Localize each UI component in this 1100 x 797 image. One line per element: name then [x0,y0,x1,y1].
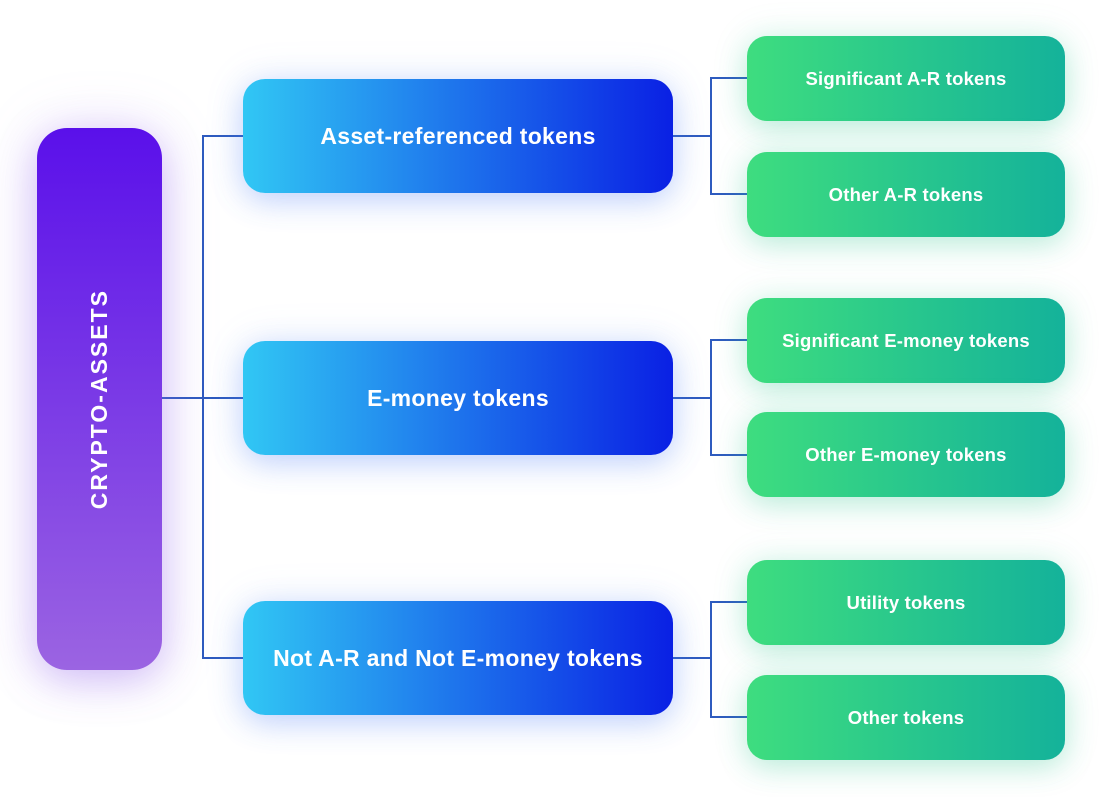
node-significant-ar-tokens-label: Significant A-R tokens [805,67,1007,89]
connector-branch-1-to-leaf-1 [710,77,747,79]
node-crypto-assets: CRYPTO-ASSETS [37,128,162,670]
node-asset-referenced-tokens-label: Asset-referenced tokens [320,122,596,149]
connector-branch-2-out [673,397,711,399]
connector-branch-2-to-leaf-3 [710,339,747,341]
node-crypto-assets-label: CRYPTO-ASSETS [86,288,112,510]
node-utility-tokens: Utility tokens [747,560,1065,645]
node-significant-e-money-tokens: Significant E-money tokens [747,298,1065,383]
connector-trunk-to-branch-3 [202,657,243,659]
connector-branch-3-fork [710,601,712,718]
node-utility-tokens-label: Utility tokens [846,591,966,613]
node-e-money-tokens-label: E-money tokens [367,384,549,411]
connector-branch-2-fork [710,339,712,456]
node-significant-e-money-tokens-label: Significant E-money tokens [782,329,1030,351]
connector-branch-3-to-leaf-5 [710,601,747,603]
node-e-money-tokens: E-money tokens [243,341,673,455]
connector-root-to-branch-2 [162,397,243,399]
connector-branch-1-out [673,135,711,137]
node-significant-ar-tokens: Significant A-R tokens [747,36,1065,121]
connector-trunk-to-branch-1 [202,135,243,137]
node-other-e-money-tokens: Other E-money tokens [747,412,1065,497]
node-asset-referenced-tokens: Asset-referenced tokens [243,79,673,193]
node-other-ar-tokens: Other A-R tokens [747,152,1065,237]
node-not-ar-not-e-money-tokens: Not A-R and Not E-money tokens [243,601,673,715]
connector-branch-3-out [673,657,711,659]
node-other-tokens-label: Other tokens [847,706,965,728]
node-not-ar-not-e-money-tokens-label: Not A-R and Not E-money tokens [273,644,643,671]
connector-branch-2-to-leaf-4 [710,454,747,456]
node-other-ar-tokens-label: Other A-R tokens [828,183,984,205]
node-other-e-money-tokens-label: Other E-money tokens [805,443,1007,465]
connector-branch-1-fork [710,77,712,195]
connector-branch-1-to-leaf-2 [710,193,747,195]
connector-branch-3-to-leaf-6 [710,716,747,718]
node-other-tokens: Other tokens [747,675,1065,760]
